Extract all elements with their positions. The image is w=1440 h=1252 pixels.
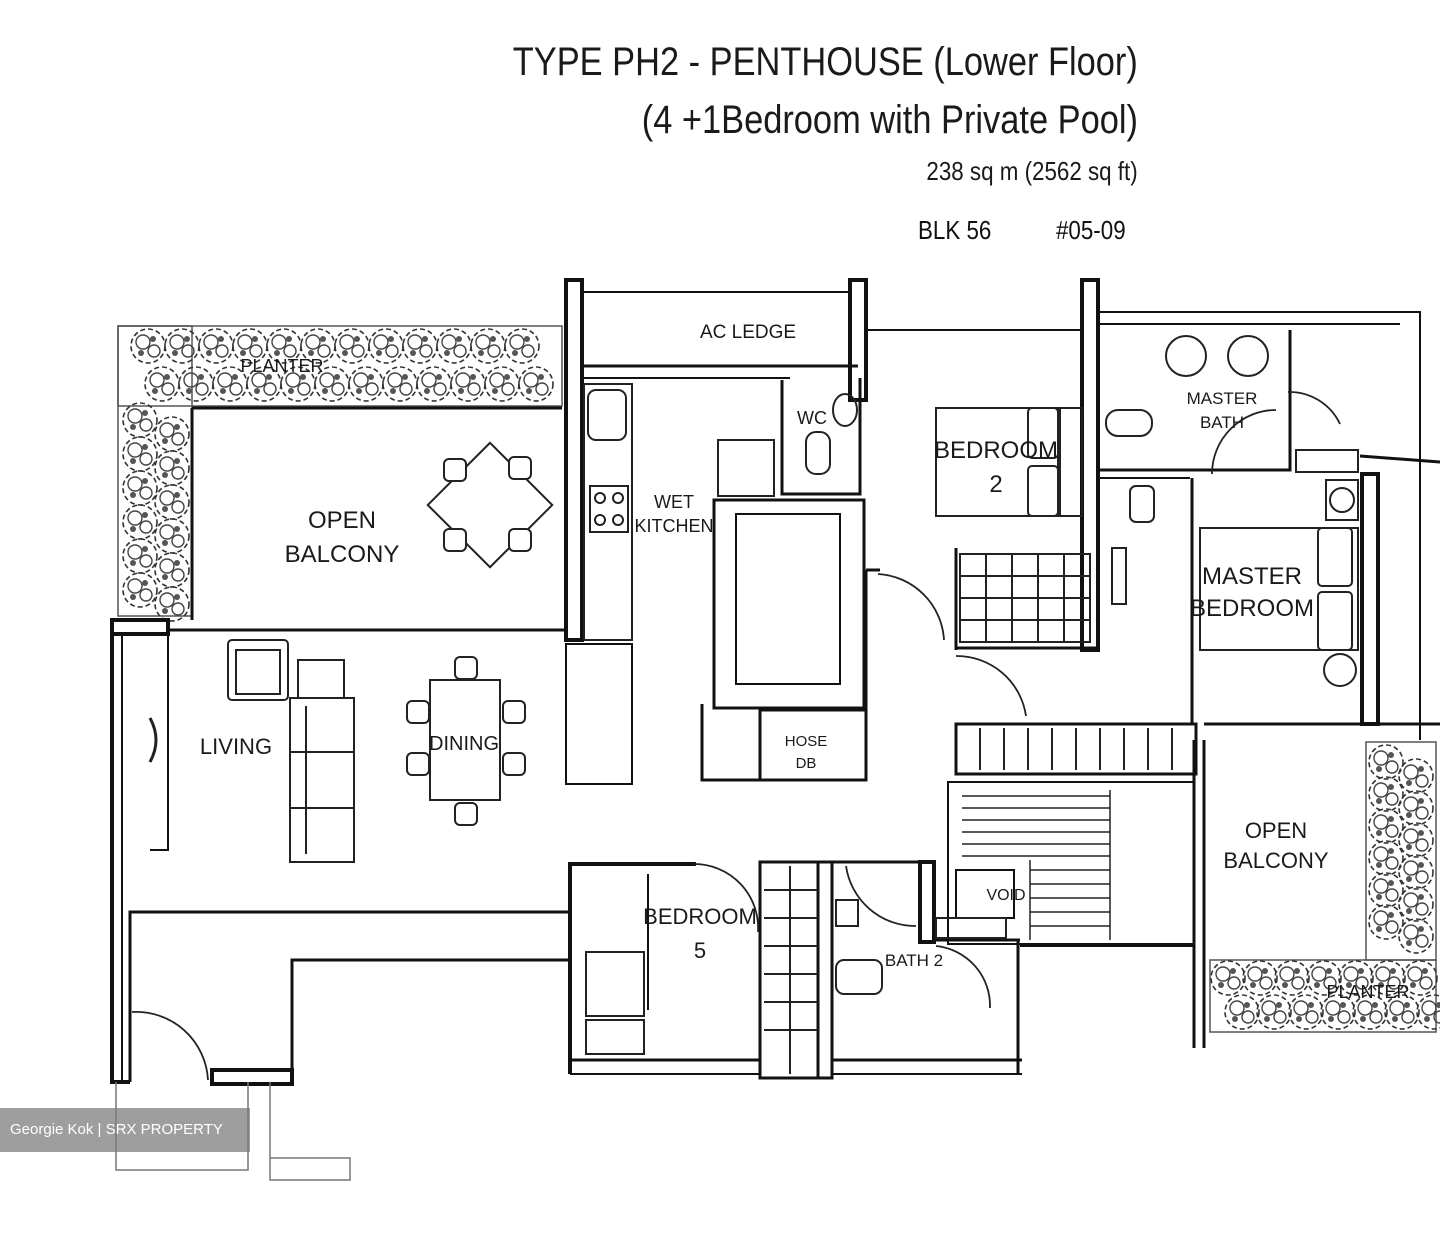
label-master-bedroom-line2: BEDROOM [1190,595,1314,622]
planter-bush-icon [334,328,370,364]
label-master-bedroom-line1: MASTER [1202,563,1302,590]
planter-bush-icon [154,450,190,486]
planter-bush-icon [1224,994,1260,1030]
label-bedroom2-line1: BEDROOM [934,437,1058,464]
planter-bush-icon [122,470,158,506]
planter-bush-icon [1368,840,1404,876]
plan-title: TYPE PH2 - PENTHOUSE (Lower Floor) [512,40,1138,84]
planter-right [1209,741,1440,1033]
planter-bush-icon [164,328,200,364]
label-wet-kitchen-line2: KITCHEN [634,516,713,536]
planter-bush-icon [416,366,452,402]
label-living: LIVING [200,734,272,759]
door-swings [131,391,1341,1081]
planter-bush-icon [1256,994,1292,1030]
plan-area: 238 sq m (2562 sq ft) [926,156,1138,186]
planter-bush-icon [470,328,506,364]
planter-bush-icon [1398,790,1434,826]
label-master-bath-line1: MASTER [1187,389,1258,408]
label-master-bath-line2: BATH [1200,413,1244,432]
planter-bush-icon [122,402,158,438]
planter-bush-icon [484,366,520,402]
planter-bush-icon [1398,758,1434,794]
planter-bush-icon [1398,918,1434,954]
planter-bush-icon [154,484,190,520]
planter-top [117,325,563,622]
planter-bush-icon [436,328,472,364]
label-open-balcony-right-line2: BALCONY [1223,848,1328,873]
planter-bush-icon [122,436,158,472]
planter-bush-icon [1288,994,1324,1030]
unit-number: #05-09 [1056,215,1126,245]
block-number: BLK 56 [918,215,992,245]
planter-bush-icon [1368,904,1404,940]
furniture [148,335,1359,1074]
planter-bush-icon [504,328,540,364]
planter-bush-icon [1368,744,1404,780]
planter-bush-icon [178,366,214,402]
planter-bush-icon [130,328,166,364]
planter-bush-icon [144,366,180,402]
plan-subtitle: (4 +1Bedroom with Private Pool) [641,98,1138,142]
label-bedroom5-line2: 5 [694,938,706,963]
label-open-balcony-right-line1: OPEN [1245,818,1307,843]
planter-bush-icon [122,538,158,574]
label-hose-line1: HOSE [785,733,828,750]
planter-bush-icon [1398,854,1434,890]
planter-bush-icon [368,328,404,364]
label-bedroom5-line1: BEDROOM [643,904,757,929]
planter-bush-icon [382,366,418,402]
planter-bush-icon [154,416,190,452]
label-wet-kitchen-line1: WET [654,492,694,512]
planter-bush-icon [154,552,190,588]
planter-bush-icon [1368,808,1404,844]
label-dining: DINING [429,733,499,755]
watermark: Georgie Kok | SRX PROPERTY [0,1108,250,1152]
planter-bush-icon [1210,960,1246,996]
planter-bush-icon [518,366,554,402]
label-planter-top: PLANTER [240,356,323,376]
label-void: VOID [986,887,1025,904]
label-bath2: BATH 2 [885,951,943,970]
planter-bush-icon [1398,822,1434,858]
planter-bush-icon [1398,886,1434,922]
label-hose-line2: DB [796,755,817,772]
planter-bush-icon [1242,960,1278,996]
planter-bush-icon [154,518,190,554]
planter-bush-icon [402,328,438,364]
label-bedroom2-line2: 2 [989,471,1002,498]
planter-bush-icon [450,366,486,402]
planter-bush-icon [122,504,158,540]
planter-bush-icon [122,572,158,608]
label-open-balcony-left-line1: OPEN [308,507,376,534]
label-ac-ledge: AC LEDGE [700,322,796,343]
planter-bush-icon [198,328,234,364]
planter-bush-icon [348,366,384,402]
planter-bush-icon [1274,960,1310,996]
label-planter-bottom: PLANTER [1326,982,1409,1002]
label-wc: WC [797,408,827,428]
planter-bush-icon [1368,776,1404,812]
label-open-balcony-left-line2: BALCONY [285,541,400,568]
planter-bush-icon [1368,872,1404,908]
room-labels: AC LEDGE PLANTER OPEN BALCONY WC WET KIT… [200,322,1410,1002]
